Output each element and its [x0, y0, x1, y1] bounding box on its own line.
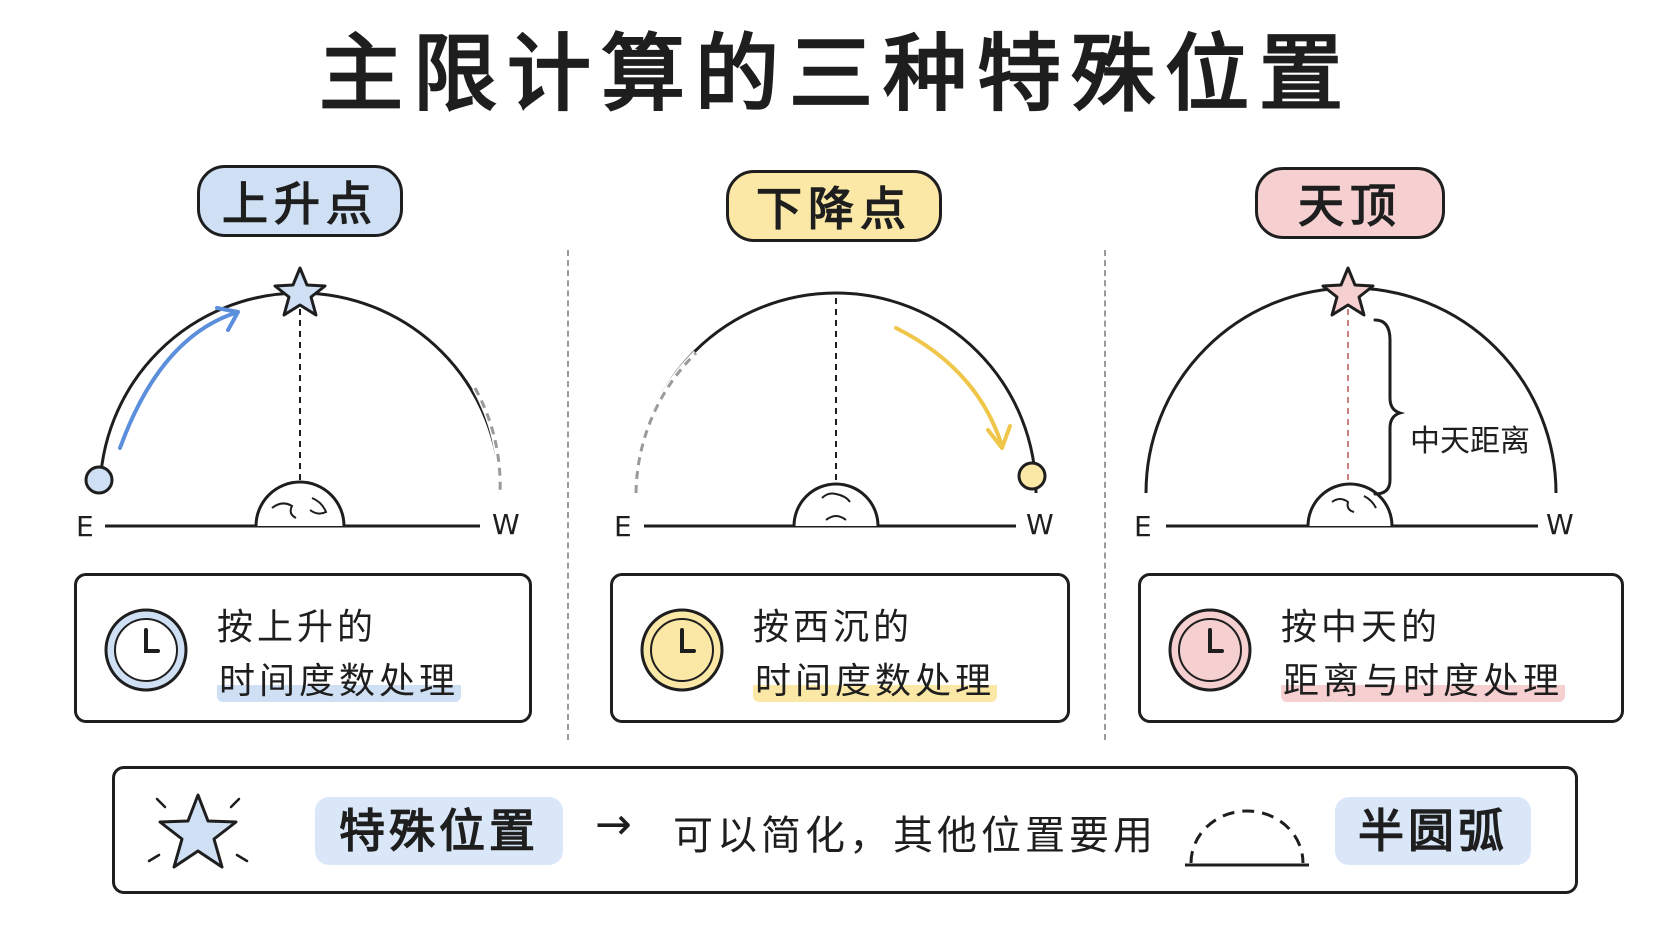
summary-box: 特殊位置 → 可以简化，其他位置要用 半圆弧	[112, 766, 1578, 894]
clock-icon	[640, 608, 724, 692]
semicircle-arc-tag: 半圆弧	[1335, 797, 1531, 865]
info-line-2: 距离与时度处理	[1281, 661, 1566, 702]
info-line-1: 按西沉的	[753, 607, 914, 648]
column-divider-1	[567, 250, 569, 740]
star-icon	[147, 793, 249, 869]
west-label: W	[1026, 508, 1054, 541]
column-divider-2	[1104, 250, 1106, 740]
info-line-2-wrap: 距离与时度处理	[1281, 652, 1566, 704]
info-line-2-wrap: 时间度数处理	[217, 652, 462, 704]
clock-icon	[104, 608, 188, 692]
ascendant-diagram: E W	[60, 258, 540, 558]
panel-label-descendant: 下降点	[726, 170, 942, 242]
panel-label-midheaven: 天顶	[1255, 167, 1445, 239]
summary-text: 可以简化，其他位置要用	[673, 813, 1157, 859]
midheaven-diagram: E W 中天距离	[1120, 258, 1600, 558]
midheaven-info-box: 按中天的 距离与时度处理	[1138, 573, 1624, 723]
info-line-1: 按上升的	[217, 607, 378, 648]
east-label: E	[1134, 510, 1152, 543]
midheaven-distance-label: 中天距离	[1410, 424, 1530, 459]
east-label: E	[614, 510, 632, 543]
descendant-info-box: 按西沉的 时间度数处理	[610, 573, 1070, 723]
east-label: E	[76, 510, 94, 543]
clock-icon	[1168, 608, 1252, 692]
info-line-1: 按中天的	[1281, 607, 1442, 648]
descendant-diagram: E W	[596, 258, 1076, 558]
info-line-2: 时间度数处理	[217, 661, 462, 702]
special-position-tag: 特殊位置	[315, 797, 563, 865]
panel-label-ascendant: 上升点	[197, 165, 403, 237]
info-line-2: 时间度数处理	[753, 661, 998, 702]
ascendant-info-box: 按上升的 时间度数处理	[74, 573, 532, 723]
west-label: W	[1546, 508, 1574, 541]
page-title: 主限计算的三种特殊位置	[318, 25, 1353, 123]
arrow-icon: →	[595, 799, 636, 850]
info-line-2-wrap: 时间度数处理	[753, 652, 998, 704]
west-label: W	[492, 508, 520, 541]
semicircle-icon	[1185, 809, 1309, 867]
